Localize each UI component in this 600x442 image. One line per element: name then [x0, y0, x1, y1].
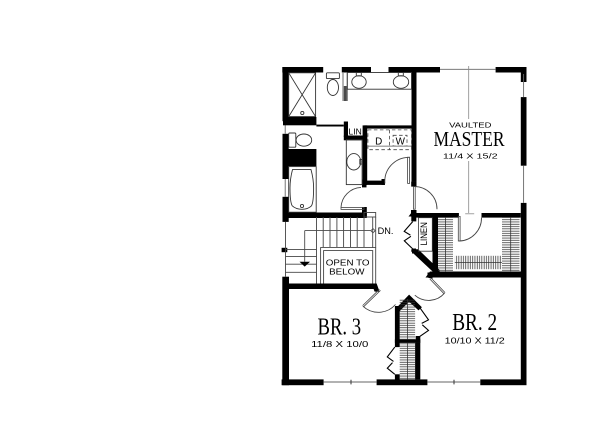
svg-text:MASTER: MASTER — [433, 129, 504, 151]
svg-text:VAULTED: VAULTED — [449, 122, 491, 129]
svg-text:LIN: LIN — [349, 126, 362, 136]
svg-text:OPEN TO: OPEN TO — [326, 257, 370, 267]
svg-text:11/8 X 10/0: 11/8 X 10/0 — [311, 339, 369, 349]
svg-text:W: W — [396, 137, 406, 148]
svg-text:10/10 X 11/2: 10/10 X 11/2 — [445, 336, 506, 346]
svg-text:BELOW: BELOW — [329, 267, 364, 277]
svg-text:11/4 X 15/2: 11/4 X 15/2 — [443, 152, 498, 161]
svg-text:BR. 2: BR. 2 — [452, 309, 497, 336]
svg-text:BR. 3: BR. 3 — [318, 315, 362, 341]
svg-text:LINEN: LINEN — [419, 222, 429, 245]
svg-text:D: D — [375, 137, 382, 148]
svg-text:DN.: DN. — [378, 226, 394, 236]
